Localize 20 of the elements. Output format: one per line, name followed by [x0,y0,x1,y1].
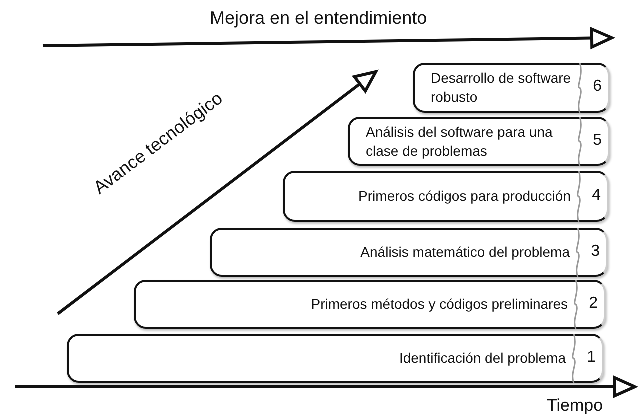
step-box [413,63,610,113]
step-text: Desarrollo de software robusto [431,69,572,107]
step-number: 4 [592,186,601,204]
step-box [283,171,609,222]
step-number: 6 [593,78,602,96]
step-number: 5 [593,132,602,150]
step-text: Primeros métodos y códigos preliminares [311,295,568,314]
step-text: Análisis matemático del problema [360,243,570,262]
step-number: 1 [587,348,596,366]
step-text: Análisis del software para una clase de problemas [366,122,554,160]
step-number: 3 [591,242,600,260]
step-text: Identificación del problema [399,349,566,368]
step-number: 2 [589,294,598,312]
step-box [67,334,604,383]
step-text: Primeros códigos para producción [358,187,571,206]
axis-label: Tiempo [547,396,604,416]
step-box [348,117,610,166]
axis-label: Mejora en el entendimiento [210,8,428,29]
step-box [134,280,606,329]
step-box [210,228,608,277]
